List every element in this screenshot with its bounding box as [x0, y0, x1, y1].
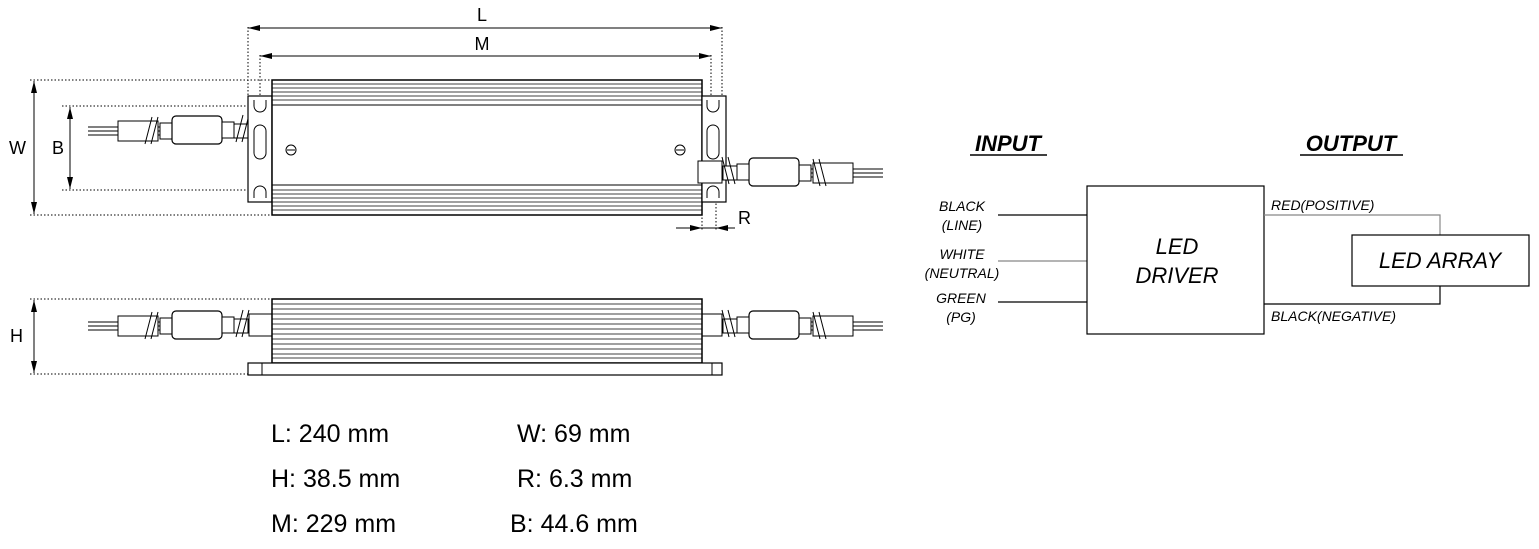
black-negative-wire [1264, 286, 1441, 305]
dimension-r-arrow [676, 225, 735, 231]
led-driver-label-2: DRIVER [1135, 263, 1218, 288]
green-pg-label-2: (PG) [946, 309, 976, 325]
screw-icon-right [674, 144, 686, 156]
right-mounting-bracket [701, 95, 727, 203]
black-line-label-2: (LINE) [942, 217, 982, 233]
spec-b: B: 44.6 mm [510, 510, 638, 538]
black-negative-label: BLACK(NEGATIVE) [1271, 308, 1396, 324]
spec-l: L: 240 mm [271, 420, 389, 448]
green-pg-label-1: GREEN [936, 290, 987, 306]
label-r: R [738, 208, 751, 228]
label-l: L [477, 5, 487, 25]
dimension-m-arrow [260, 53, 711, 59]
output-header: OUTPUT [1306, 131, 1398, 156]
dimension-w-arrow [31, 81, 37, 214]
wiring-diagram: INPUT OUTPUT BLACK (LINE) WHITE (NEUTRAL… [925, 131, 1530, 335]
red-positive-label: RED(POSITIVE) [1271, 197, 1374, 213]
spec-w: W: 69 mm [517, 420, 630, 448]
screw-icon-left [285, 144, 297, 156]
led-driver-label-1: LED [1156, 234, 1199, 259]
spec-m: M: 229 mm [271, 510, 396, 538]
specs-table: L: 240 mm H: 38.5 mm M: 229 mm W: 69 mm … [271, 420, 638, 538]
dimension-l-arrow [248, 25, 722, 31]
input-header: INPUT [975, 131, 1043, 156]
driver-housing-side [247, 298, 723, 376]
spec-h: H: 38.5 mm [271, 465, 400, 493]
dimension-h-arrow [31, 300, 37, 373]
driver-housing-top [271, 79, 703, 216]
label-m: M [475, 34, 490, 54]
led-array-box [1351, 234, 1530, 287]
led-array-label: LED ARRAY [1379, 248, 1503, 273]
white-neutral-label-1: WHITE [939, 246, 985, 262]
black-line-label-1: BLACK [939, 198, 986, 214]
dimension-b-arrow [67, 107, 73, 189]
side-view [30, 298, 884, 376]
label-w: W [9, 138, 26, 158]
top-view [30, 25, 884, 231]
spec-r: R: 6.3 mm [517, 465, 632, 493]
label-b: B [52, 138, 64, 158]
red-positive-wire [1264, 214, 1441, 235]
white-neutral-label-2: (NEUTRAL) [925, 265, 1000, 281]
left-mounting-bracket [247, 95, 273, 203]
label-h: H [10, 326, 23, 346]
led-driver-box [1086, 185, 1265, 335]
